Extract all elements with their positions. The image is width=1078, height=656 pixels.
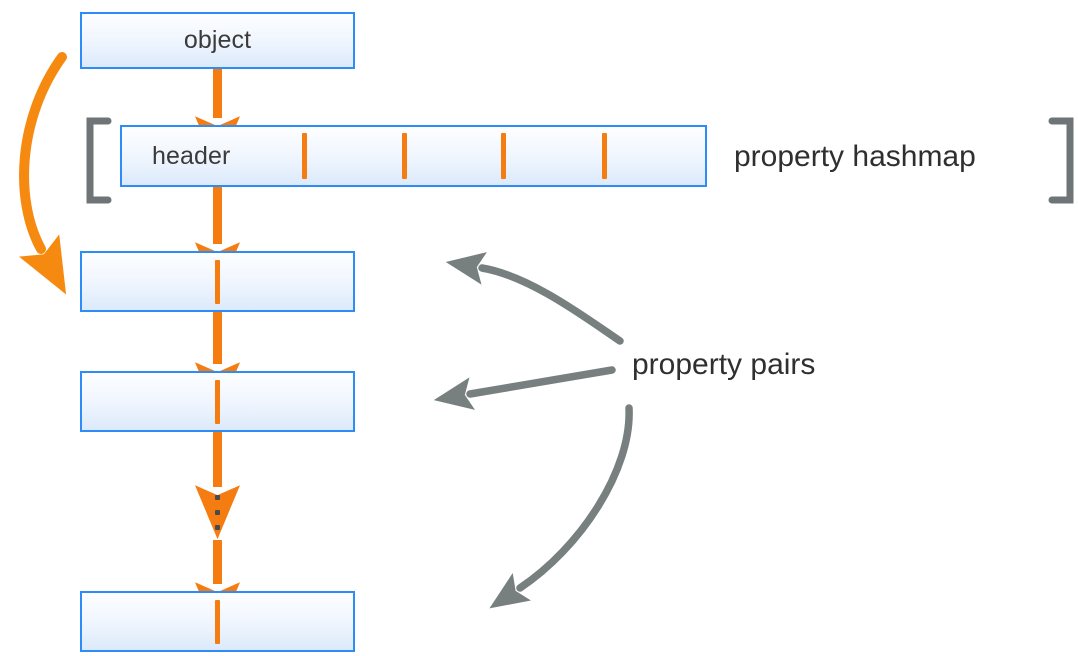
pair-1-value-stripe (215, 260, 220, 304)
ellipsis-dot-2 (215, 510, 220, 515)
hashmap-slot-divider-2 (402, 133, 407, 179)
property-pairs-label: property pairs (632, 348, 816, 381)
pair-2-value-stripe (215, 380, 220, 424)
ellipsis-dot-3 (215, 525, 220, 530)
ellipsis-dot-1 (215, 495, 220, 500)
bracket-open (86, 117, 112, 204)
callout-arrow-lower (489, 404, 633, 609)
callout-arrow-upper (445, 252, 624, 345)
callout-arrow-middle (433, 366, 616, 410)
hashmap-slot-divider-4 (602, 133, 607, 179)
bracket-close (1048, 117, 1074, 204)
arrow-object-to-first-pair-curve (18, 52, 67, 295)
property-hashmap-label: property hashmap (734, 140, 976, 173)
hashmap-slot-divider-1 (302, 133, 307, 179)
pair-3-value-stripe (215, 600, 220, 644)
hashmap-slot-divider-3 (501, 133, 506, 179)
